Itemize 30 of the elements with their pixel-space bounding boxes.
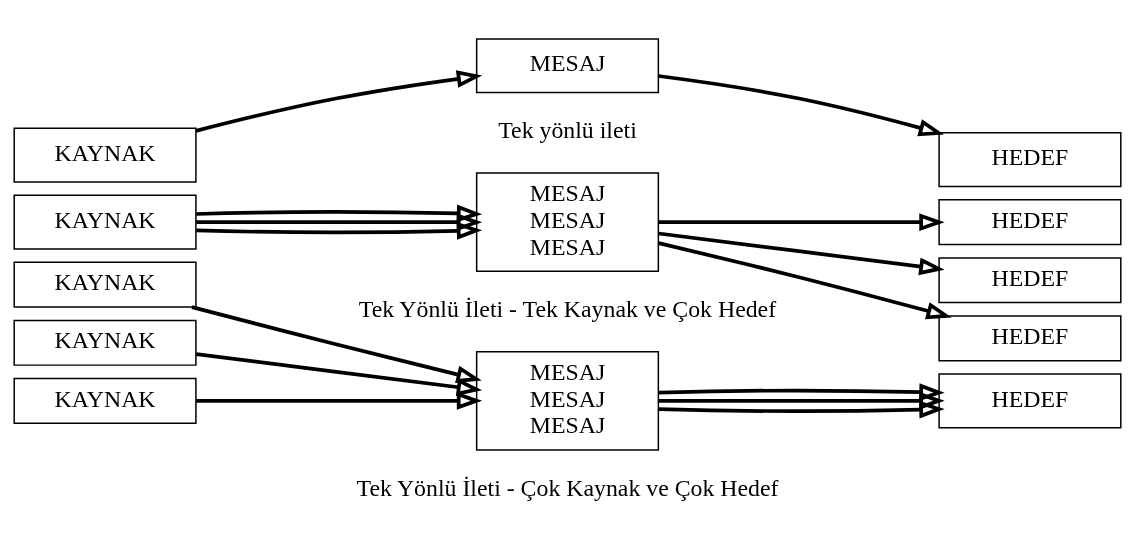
arrow [658,74,945,137]
arrow [658,400,945,419]
node-box: HEDEF [938,315,1122,362]
node-box: MESAJ MESAJ MESAJ [475,172,660,273]
node-box: HEDEF [938,199,1122,246]
arrow [191,305,482,384]
node-box: HEDEF [938,132,1122,188]
arrow [658,213,945,232]
arrow [196,213,483,232]
label: Tek yönlü ileti [498,117,637,144]
node-box: KAYNAK [13,261,197,308]
arrow [196,222,483,240]
node-box: MESAJ [475,38,660,94]
arrow [196,392,483,410]
node-box: KAYNAK [13,319,197,366]
node-box: HEDEF [938,257,1122,304]
arrow [195,70,483,133]
node-box: MESAJ MESAJ MESAJ [475,350,660,451]
node-box: KAYNAK [13,377,197,424]
arrow [196,352,483,396]
label: Tek Yönlü İleti - Çok Kaynak ve Çok Hedef [356,474,779,501]
arrow [658,241,952,320]
arrow [658,383,945,402]
node-box: HEDEF [938,373,1122,429]
arrow [658,231,945,276]
arrow [658,392,945,410]
node-box: KAYNAK [13,127,197,183]
node-box: KAYNAK [13,194,197,250]
label: Tek Yönlü İleti - Tek Kaynak ve Çok Hedef [358,296,777,323]
arrow [196,204,483,223]
